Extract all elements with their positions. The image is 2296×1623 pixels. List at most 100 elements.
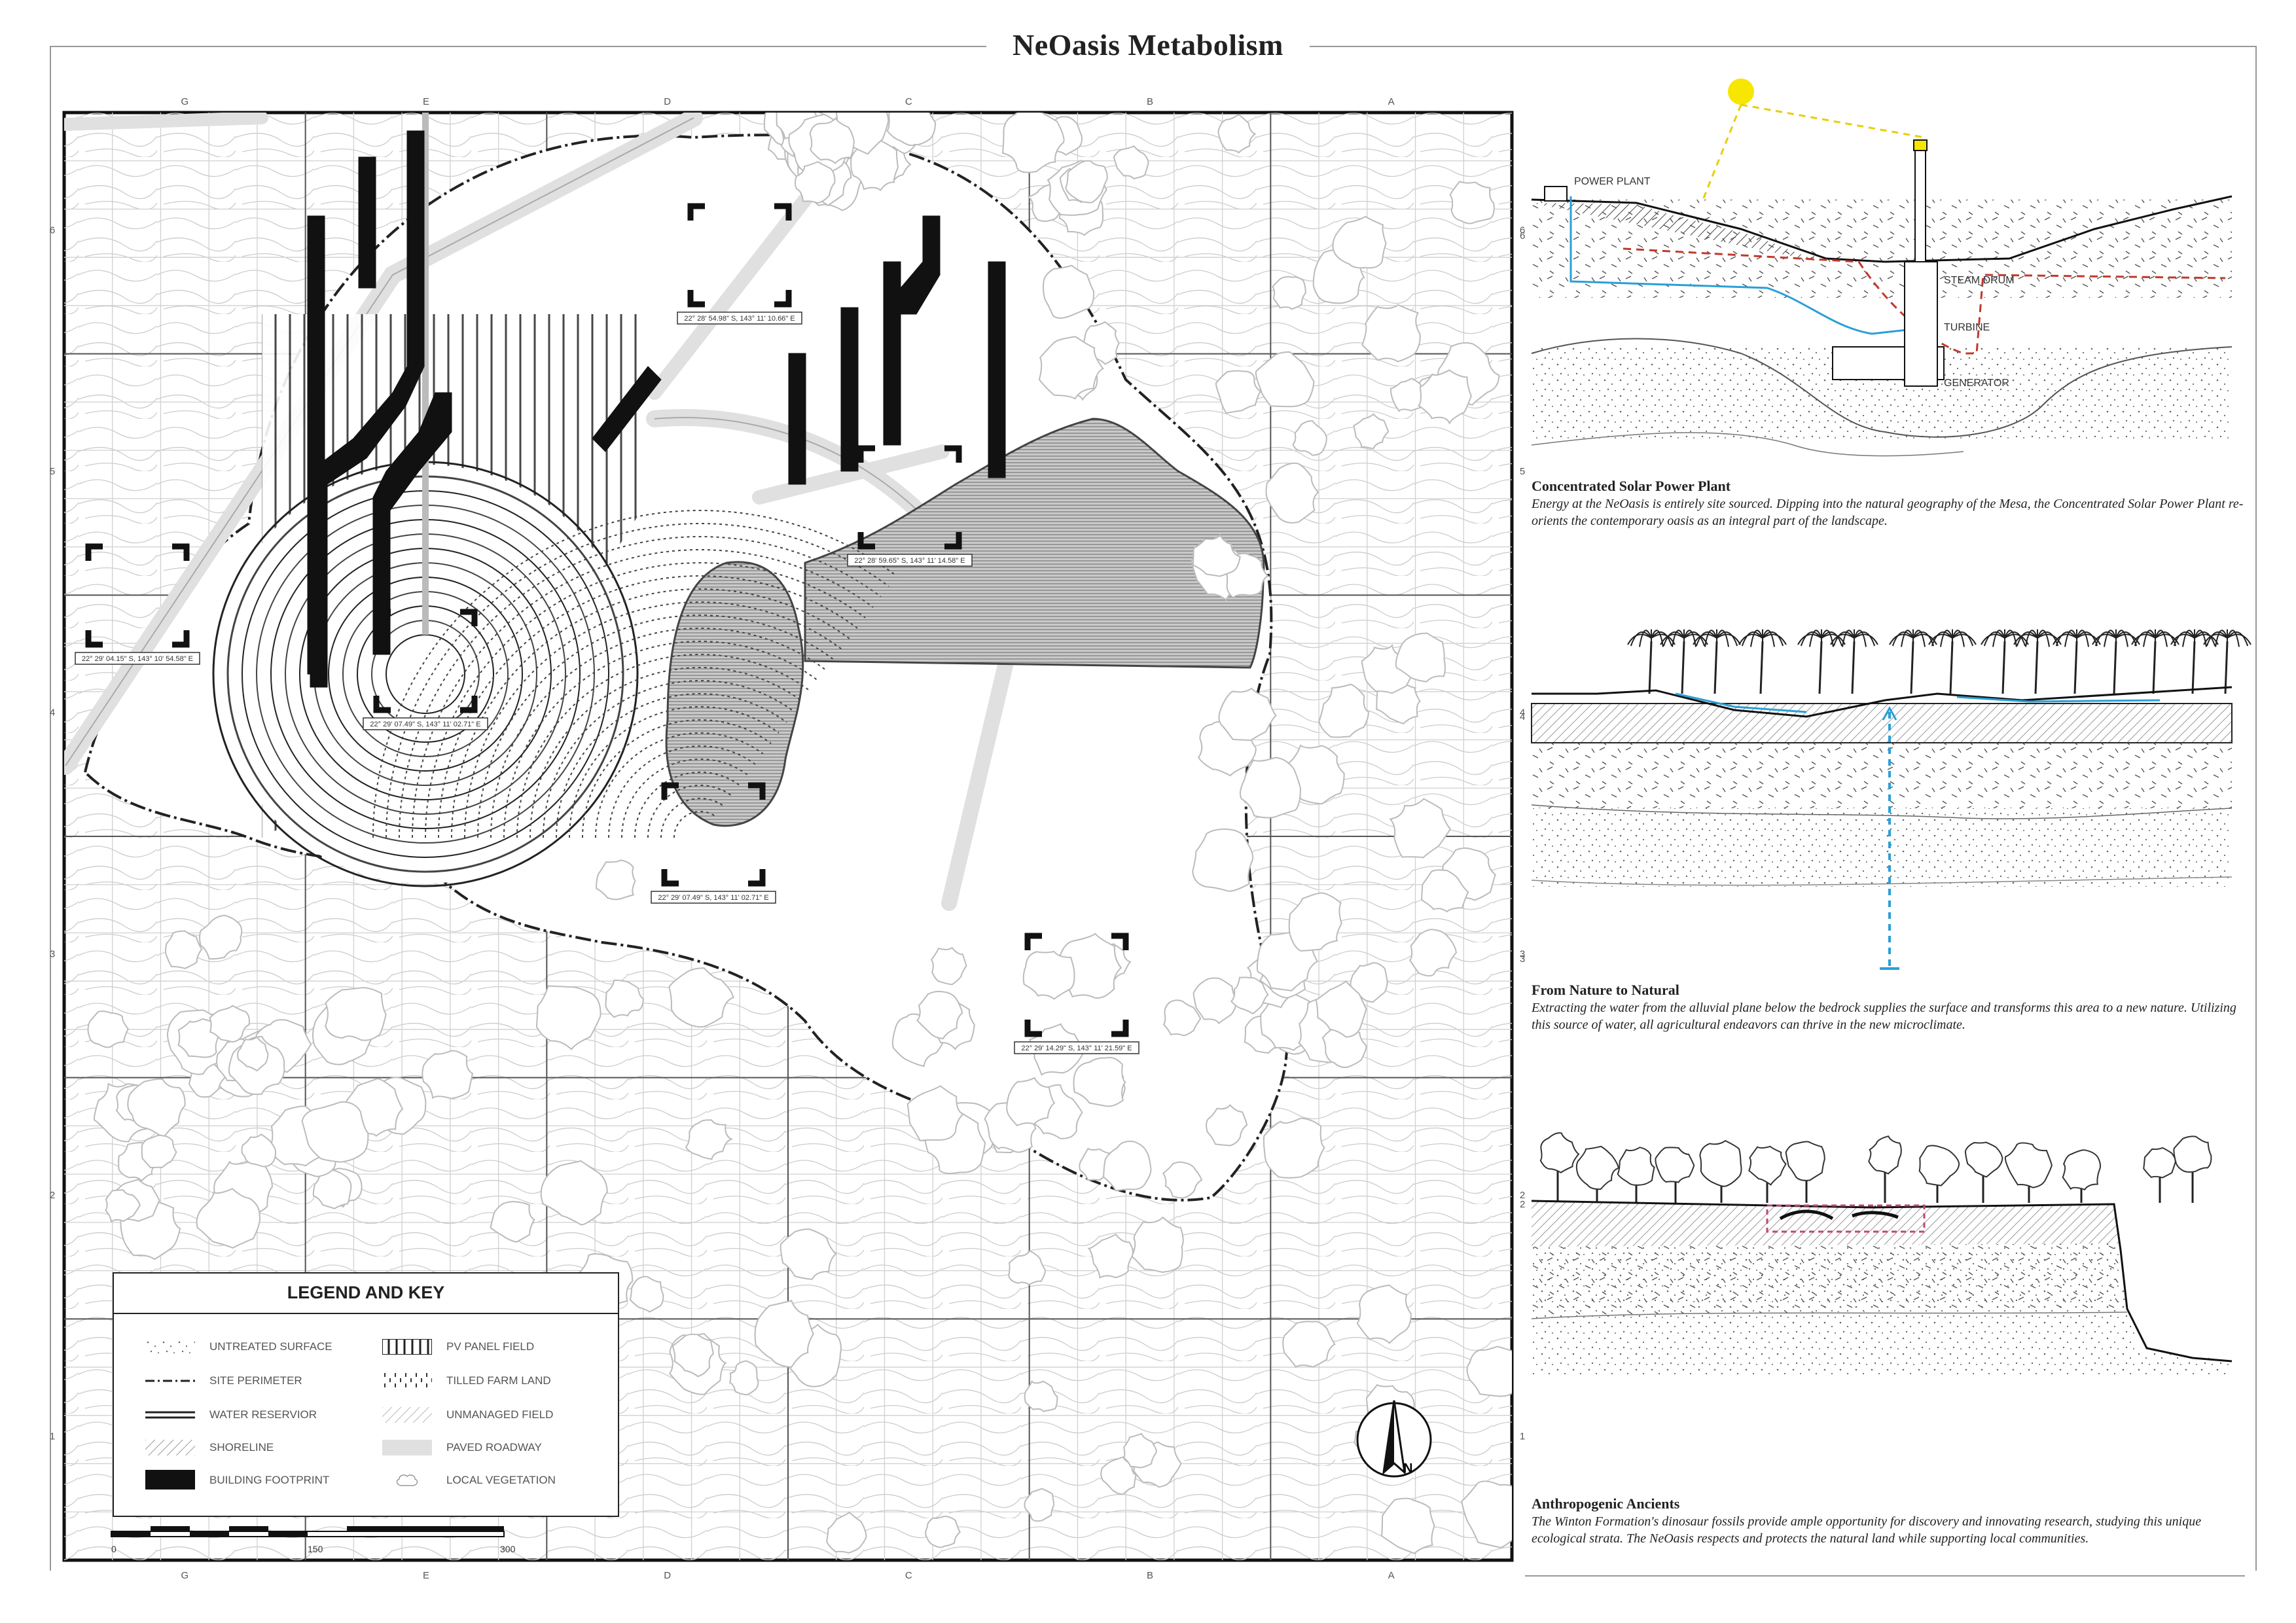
paved-roadway-icon [382,1440,432,1455]
grid-col-label-top: C [905,96,912,107]
palm-tree-icon [2131,629,2179,694]
section-tree-icon [1699,1139,1742,1203]
coordinate-label: 22° 29' 07.49" S, 143° 11' 02.71" E [658,894,768,902]
section-tree-icon [2004,1142,2053,1203]
viewfinder-marker: 22° 29' 07.49" S, 143° 11' 02.71" E [651,782,776,904]
viewfinder-marker: 22° 28' 54.98" S, 143° 11' 10.66" E [677,203,802,325]
palm-tree-icon [1627,629,1676,694]
grid-row-label-left: 5 [50,466,55,477]
grid-row-label-left: 2 [50,1190,55,1201]
grid-row-label-left: 3 [50,948,55,959]
section-tree-icon [2143,1147,2176,1203]
section-2-text: Extracting the water from the alluvial p… [1532,1001,2236,1032]
frame-left-line [50,46,51,1571]
palm-tree-icon [1738,629,1787,694]
section-3-text: The Winton Formation's dinosaur fossils … [1532,1514,2202,1546]
map: 22° 28' 54.98" S, 143° 11' 10.66" E 22° 2… [50,96,1525,1581]
label-generator: GENERATOR [1944,378,2009,389]
page-title: NeOasis Metabolism [0,27,2296,62]
scale-label-300: 300 [500,1544,516,1554]
building-footprint-icon [145,1470,195,1489]
section-2-row-label-4: 4 [1520,711,1525,722]
grid-col-label-top: A [1388,96,1395,107]
coordinate-label: 22° 29' 07.49" S, 143° 11' 02.71" E [370,721,480,728]
viewfinder-marker: 22° 29' 07.49" S, 143° 11' 02.71" E [363,609,488,730]
scale-label-150: 150 [308,1544,323,1554]
grid-col-label-top: E [423,96,429,107]
section-2-title: From Nature to Natural [1532,982,1679,998]
sun-icon [1728,79,1754,105]
section-tree-icon [1964,1141,2003,1203]
local-vegetation-icon [396,1474,418,1486]
section-solar-power-plant: POWER PLANT STEAM DRUM TURBINE GENERATOR… [1520,79,2233,457]
palm-tree-icon [1981,629,2029,694]
section-1-text: Energy at the NeOasis is entirely site s… [1532,497,2244,528]
palm-tree-row [1627,629,2251,694]
grid-col-label-bottom: C [905,1570,912,1581]
grid-row-label-right: 6 [1520,224,1525,236]
section-tree-icon [1539,1132,1580,1203]
section-tree-icon [1918,1145,1960,1203]
grid-col-label-bottom: A [1388,1570,1395,1581]
section-trees [1539,1132,2212,1203]
grid-col-label-bottom: B [1147,1570,1153,1581]
section-nature-to-natural: 4 3 [1520,629,2251,970]
section-tree-icon [1655,1147,1695,1203]
coordinate-label: 22° 29' 04.15" S, 143° 10' 54.58" E [82,655,193,663]
scale-bar: 0 150 300 [111,1526,516,1554]
coordinate-label: 22° 28' 54.98" S, 143° 11' 10.66" E [684,315,795,323]
section-tree-icon [1868,1135,1902,1203]
north-label: N [1403,1461,1412,1476]
lake-grey-field [665,561,804,827]
tilled-farm-land-icon [382,1373,432,1389]
pv-panel-field-icon [382,1339,432,1355]
section-3-row-label: 2 [1520,1199,1525,1210]
grid-col-label-bottom: G [181,1570,188,1581]
palm-tree-icon [1889,629,1937,694]
viewfinder-markers: 22° 28' 54.98" S, 143° 11' 10.66" E 22° 2… [75,203,1139,1054]
section-tree-icon [1575,1145,1619,1203]
frame-right-line [2255,46,2257,1571]
palm-tree-icon [1830,629,1878,694]
palm-tree-icon [2203,629,2251,694]
grid-row-label-left: 1 [50,1431,55,1442]
palm-tree-icon [2053,629,2101,694]
palm-tree-icon [2013,629,2062,694]
section-tree-icon [1748,1145,1787,1203]
unmanaged-field-icon [382,1407,432,1423]
grid-row-label-right: 4 [1520,707,1525,719]
grid-col-label-bottom: E [423,1570,429,1581]
shoreline-icon [145,1440,195,1455]
viewfinder-marker: 22° 29' 14.29" S, 143° 11' 21.59" E [1014,933,1139,1054]
tilled-farm-rings [372,510,897,838]
grid-row-label-right: 2 [1520,1190,1525,1201]
water-reservoir-icon [145,1411,195,1419]
legend-divider [114,1313,618,1314]
viewfinder-marker: 22° 28' 59.65" S, 143° 11' 14.58" E [847,445,973,567]
palm-tree-icon [1928,629,1977,694]
label-turbine: TURBINE [1944,322,1990,333]
palm-tree-icon [1660,629,1708,694]
section-1-title: Concentrated Solar Power Plant [1532,478,1731,494]
palm-tree-icon [2092,629,2140,694]
section-tree-icon [2062,1149,2102,1203]
label-steam-drum: STEAM DRUM [1944,275,2015,286]
legend-title: LEGEND AND KEY [287,1283,445,1302]
section-tree-icon [2173,1135,2212,1203]
north-arrow-icon: N [1356,1400,1432,1478]
section-2-row-label-3: 3 [1520,954,1525,965]
grid-row-label-left: 6 [50,224,55,236]
label-power-plant: POWER PLANT [1574,176,1651,187]
grid-col-label-bottom: D [664,1570,671,1581]
site-perimeter-icon [145,1380,195,1382]
section-1-row-label: 6 [1520,230,1525,241]
section-anthropogenic-ancients: 2 [1520,1132,2233,1374]
section-tree-icon [1785,1141,1825,1203]
grid-col-label-top: B [1147,96,1153,107]
legend-box: LEGEND AND KEY UNTREATED SURFACE SITE PE… [113,1272,619,1517]
palm-tree-icon [2170,629,2219,694]
coordinate-label: 22° 28' 59.65" S, 143° 11' 14.58" E [854,557,965,565]
section-3-title: Anthropogenic Ancients [1532,1495,1680,1512]
untreated-surface-icon [145,1339,195,1355]
